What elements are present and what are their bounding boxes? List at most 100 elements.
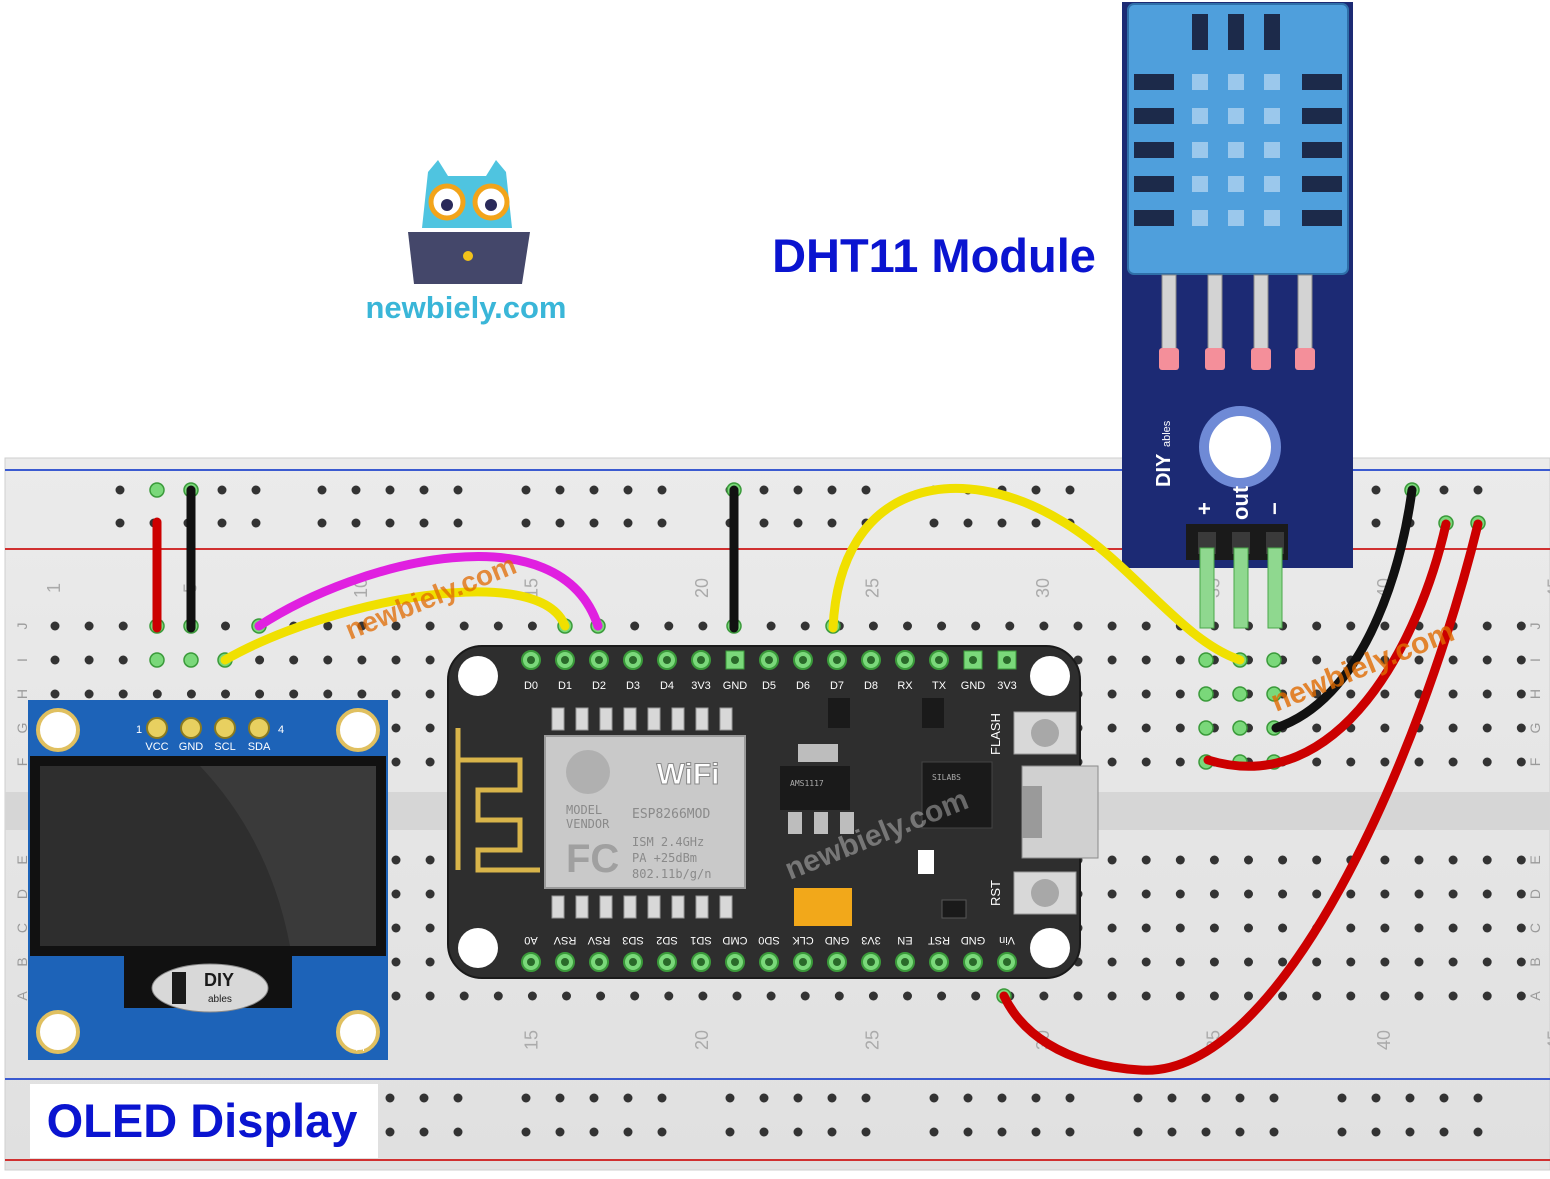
breadboard-hole bbox=[118, 655, 128, 665]
connected-hole bbox=[1198, 686, 1214, 702]
flash-button[interactable]: FLASH bbox=[988, 711, 1077, 755]
breadboard-hole bbox=[1448, 689, 1458, 699]
module-pads bbox=[551, 707, 733, 919]
breadboard-hole bbox=[1516, 957, 1526, 967]
rail-hole bbox=[1337, 1093, 1347, 1103]
rail-hole bbox=[1031, 485, 1041, 495]
breadboard-hole bbox=[1448, 889, 1458, 899]
rail-hole bbox=[555, 1127, 565, 1137]
breadboard-hole bbox=[1482, 621, 1492, 631]
breadboard-hole bbox=[1312, 855, 1322, 865]
rail-hole bbox=[657, 485, 667, 495]
breadboard-hole bbox=[1175, 723, 1185, 733]
svg-text:GND: GND bbox=[179, 741, 204, 753]
breadboard-hole bbox=[50, 621, 60, 631]
rail-hole bbox=[419, 1093, 429, 1103]
site-name: newbiely.com bbox=[366, 290, 567, 325]
breadboard-hole bbox=[1141, 889, 1151, 899]
breadboard-hole bbox=[459, 621, 469, 631]
rail-hole bbox=[217, 485, 227, 495]
breadboard-hole bbox=[1073, 991, 1083, 1001]
rail-hole bbox=[861, 485, 871, 495]
rail-hole bbox=[793, 485, 803, 495]
breadboard-hole bbox=[425, 991, 435, 1001]
breadboard-hole bbox=[1141, 757, 1151, 767]
esp-pin-label: SD2 bbox=[656, 934, 677, 946]
column-number: 1 bbox=[44, 583, 64, 593]
esp-pin-label: EN bbox=[897, 934, 912, 946]
svg-text:ISM 2.4GHz: ISM 2.4GHz bbox=[632, 835, 704, 849]
row-letter: E bbox=[14, 855, 30, 864]
breadboard-hole bbox=[1380, 621, 1390, 631]
reset-button[interactable]: RST bbox=[988, 871, 1077, 915]
breadboard-hole bbox=[1244, 991, 1253, 1001]
rail-hole bbox=[657, 518, 667, 528]
breadboard-hole bbox=[1516, 655, 1526, 665]
breadboard-hole bbox=[255, 655, 265, 665]
rail-hole bbox=[1065, 485, 1075, 495]
breadboard-hole bbox=[1414, 757, 1424, 767]
breadboard-hole bbox=[1312, 889, 1322, 899]
rail-hole bbox=[623, 518, 633, 528]
rail-hole bbox=[929, 518, 939, 528]
svg-text:SCL: SCL bbox=[214, 741, 235, 753]
rail-hole bbox=[997, 518, 1007, 528]
breadboard-hole bbox=[1380, 757, 1390, 767]
svg-text:1: 1 bbox=[50, 1039, 65, 1046]
breadboard-hole bbox=[1482, 855, 1492, 865]
tantalum-capacitor bbox=[794, 888, 852, 926]
breadboard-hole bbox=[1209, 855, 1219, 865]
breadboard-hole bbox=[903, 621, 912, 631]
esp-pin-label: D2 bbox=[592, 680, 606, 692]
rail-hole bbox=[589, 518, 599, 528]
esp-pin-label: D4 bbox=[660, 680, 674, 692]
breadboard-hole bbox=[1346, 991, 1356, 1001]
breadboard-hole bbox=[1380, 889, 1390, 899]
esp-pin-label: SD1 bbox=[690, 934, 711, 946]
rail-hole bbox=[317, 485, 327, 495]
usb-uart-chip bbox=[921, 761, 993, 829]
breadboard-hole bbox=[1244, 923, 1253, 933]
breadboard-hole bbox=[1107, 757, 1117, 767]
breadboard-hole bbox=[1380, 923, 1390, 933]
svg-text:ables: ables bbox=[208, 994, 232, 1005]
breadboard-hole bbox=[84, 621, 94, 631]
wire-yellow-dht-out bbox=[828, 483, 1245, 665]
breadboard-hole bbox=[1516, 723, 1526, 733]
svg-text:PA +25dBm: PA +25dBm bbox=[632, 851, 697, 865]
rail-hole bbox=[1167, 1127, 1177, 1137]
connected-hole bbox=[149, 652, 165, 668]
rail-hole bbox=[1405, 1127, 1415, 1137]
rail-hole bbox=[1473, 1093, 1483, 1103]
breadboard-hole bbox=[1448, 923, 1458, 933]
rail-hole bbox=[861, 1127, 871, 1137]
rail-hole bbox=[657, 1127, 667, 1137]
row-letter: D bbox=[14, 889, 30, 899]
breadboard-hole bbox=[1141, 957, 1151, 967]
breadboard-hole bbox=[1516, 889, 1526, 899]
rail-hole bbox=[589, 485, 599, 495]
breadboard-hole bbox=[1312, 689, 1322, 699]
espressif-icon bbox=[566, 750, 610, 794]
breadboard-hole bbox=[664, 991, 674, 1001]
svg-text:AMS1117: AMS1117 bbox=[790, 779, 824, 788]
breadboard-hole bbox=[1414, 889, 1424, 899]
rail-hole bbox=[1371, 485, 1381, 495]
newbiely-logo[interactable]: newbiely.com bbox=[366, 160, 567, 325]
column-number: 20 bbox=[692, 578, 712, 598]
row-letter: H bbox=[1527, 689, 1543, 699]
esp-pin-label: 3V3 bbox=[997, 680, 1017, 692]
rail-hole bbox=[725, 1127, 735, 1137]
rail-hole bbox=[555, 485, 565, 495]
breadboard-hole bbox=[1312, 957, 1322, 967]
rail-hole bbox=[453, 1093, 463, 1103]
rail-hole bbox=[997, 1093, 1007, 1103]
svg-text:−: − bbox=[1262, 502, 1287, 515]
breadboard-hole bbox=[323, 655, 333, 665]
svg-text:out: out bbox=[1228, 485, 1253, 520]
rail-hole bbox=[1031, 1127, 1041, 1137]
oled-label: OLED Display bbox=[47, 1094, 358, 1147]
esp-pin-label: TX bbox=[932, 680, 947, 692]
connected-hole bbox=[1266, 686, 1282, 702]
rail-hole bbox=[1405, 1093, 1415, 1103]
